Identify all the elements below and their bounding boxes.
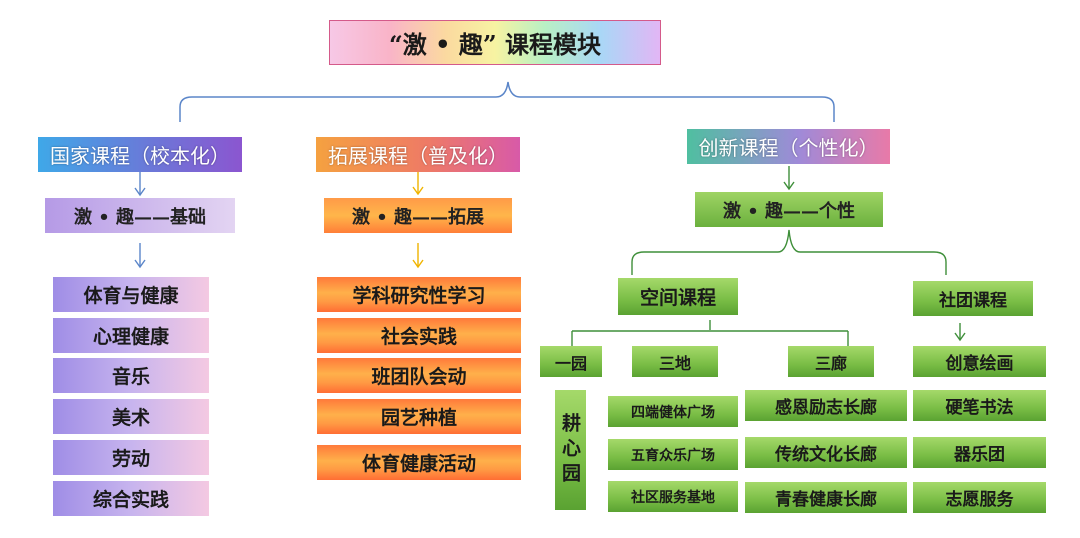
list-item: 劳动 xyxy=(53,440,209,475)
list-item: 心理健康 xyxy=(53,318,209,353)
list-item: 四端健体广场 xyxy=(608,396,738,427)
list-item: 青春健康长廊 xyxy=(745,482,907,513)
category-extension: 拓展课程（普及化） xyxy=(316,137,520,172)
list-item: 班团队会动 xyxy=(317,358,521,393)
list-item: 传统文化长廊 xyxy=(745,437,907,468)
list-item: 五育众乐广场 xyxy=(608,439,738,470)
sub-extension: 激 • 趣——拓展 xyxy=(324,198,512,233)
list-item: 器乐团 xyxy=(913,437,1046,468)
list-item: 综合实践 xyxy=(53,481,209,516)
sanlang-header: 三廊 xyxy=(788,346,874,377)
page-title: “激 • 趣” 课程模块 xyxy=(329,20,661,65)
space-course: 空间课程 xyxy=(618,278,738,315)
list-item: 园艺种植 xyxy=(317,399,521,434)
yiyuan-header: 一园 xyxy=(540,346,602,377)
sub-personal: 激 • 趣——个性 xyxy=(695,192,883,227)
list-item: 创意绘画 xyxy=(913,346,1046,377)
list-item: 学科研究性学习 xyxy=(317,277,521,312)
club-course: 社团课程 xyxy=(913,281,1033,316)
gengxin-garden: 耕心园 xyxy=(555,390,586,510)
top-brace xyxy=(179,81,835,122)
list-item: 音乐 xyxy=(53,358,209,393)
sub-basic: 激 • 趣——基础 xyxy=(45,198,235,233)
col1-arrows xyxy=(134,172,146,269)
list-item: 社会实践 xyxy=(317,318,521,353)
category-national: 国家课程（校本化） xyxy=(38,137,242,172)
list-item: 美术 xyxy=(53,399,209,434)
list-item: 社区服务基地 xyxy=(608,481,738,512)
list-item: 体育与健康 xyxy=(53,277,209,312)
category-innovation: 创新课程（个性化） xyxy=(687,129,890,164)
col2-arrows xyxy=(412,172,424,269)
list-item: 感恩励志长廊 xyxy=(745,390,907,421)
sandi-header: 三地 xyxy=(632,346,718,377)
list-item: 志愿服务 xyxy=(913,482,1046,513)
list-item: 硬笔书法 xyxy=(913,390,1046,421)
list-item: 体育健康活动 xyxy=(317,445,521,480)
col3-lines xyxy=(571,166,966,346)
